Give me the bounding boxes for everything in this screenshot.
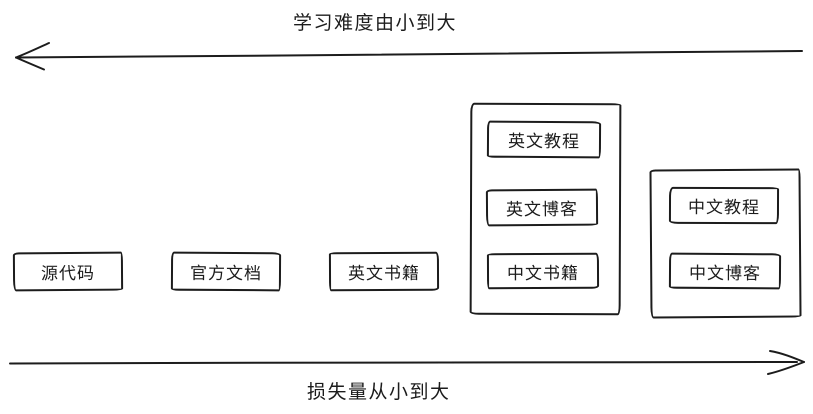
item-chinese-books-label: 中文书籍 <box>506 263 580 284</box>
item-source-code: 源代码 <box>12 251 124 292</box>
difficulty-arrow-left <box>15 42 803 71</box>
item-chinese-tutorials-label: 中文教程 <box>687 197 761 219</box>
difficulty-arrow-line <box>15 50 803 59</box>
item-source-code-label: 源代码 <box>40 263 96 285</box>
loss-arrow-right <box>9 350 805 375</box>
item-chinese-blogs: 中文博客 <box>668 252 782 290</box>
item-english-blogs-label: 英文博客 <box>505 199 579 221</box>
item-chinese-blogs-label: 中文博客 <box>688 263 762 284</box>
item-official-docs-label: 官方文档 <box>189 263 263 285</box>
item-chinese-books: 中文书籍 <box>486 252 600 290</box>
item-chinese-tutorials: 中文教程 <box>668 186 780 225</box>
item-english-blogs: 英文博客 <box>485 188 599 227</box>
loss-axis-label: 损失量从小到大 <box>307 381 451 403</box>
difficulty-arrowhead-lower <box>15 56 45 71</box>
learning-difficulty-axis-label: 学习难度由小到大 <box>293 12 458 34</box>
item-official-docs: 官方文档 <box>170 251 282 292</box>
loss-arrowhead-upper <box>769 350 805 363</box>
loss-arrowhead-lower <box>767 361 805 375</box>
loss-arrow-line <box>9 360 798 365</box>
item-english-books-label: 英文书籍 <box>347 263 421 285</box>
item-english-books: 英文书籍 <box>328 251 440 292</box>
item-english-tutorials-label: 英文教程 <box>507 131 581 153</box>
difficulty-arrowhead-upper <box>15 42 50 59</box>
item-english-tutorials: 英文教程 <box>486 120 602 159</box>
